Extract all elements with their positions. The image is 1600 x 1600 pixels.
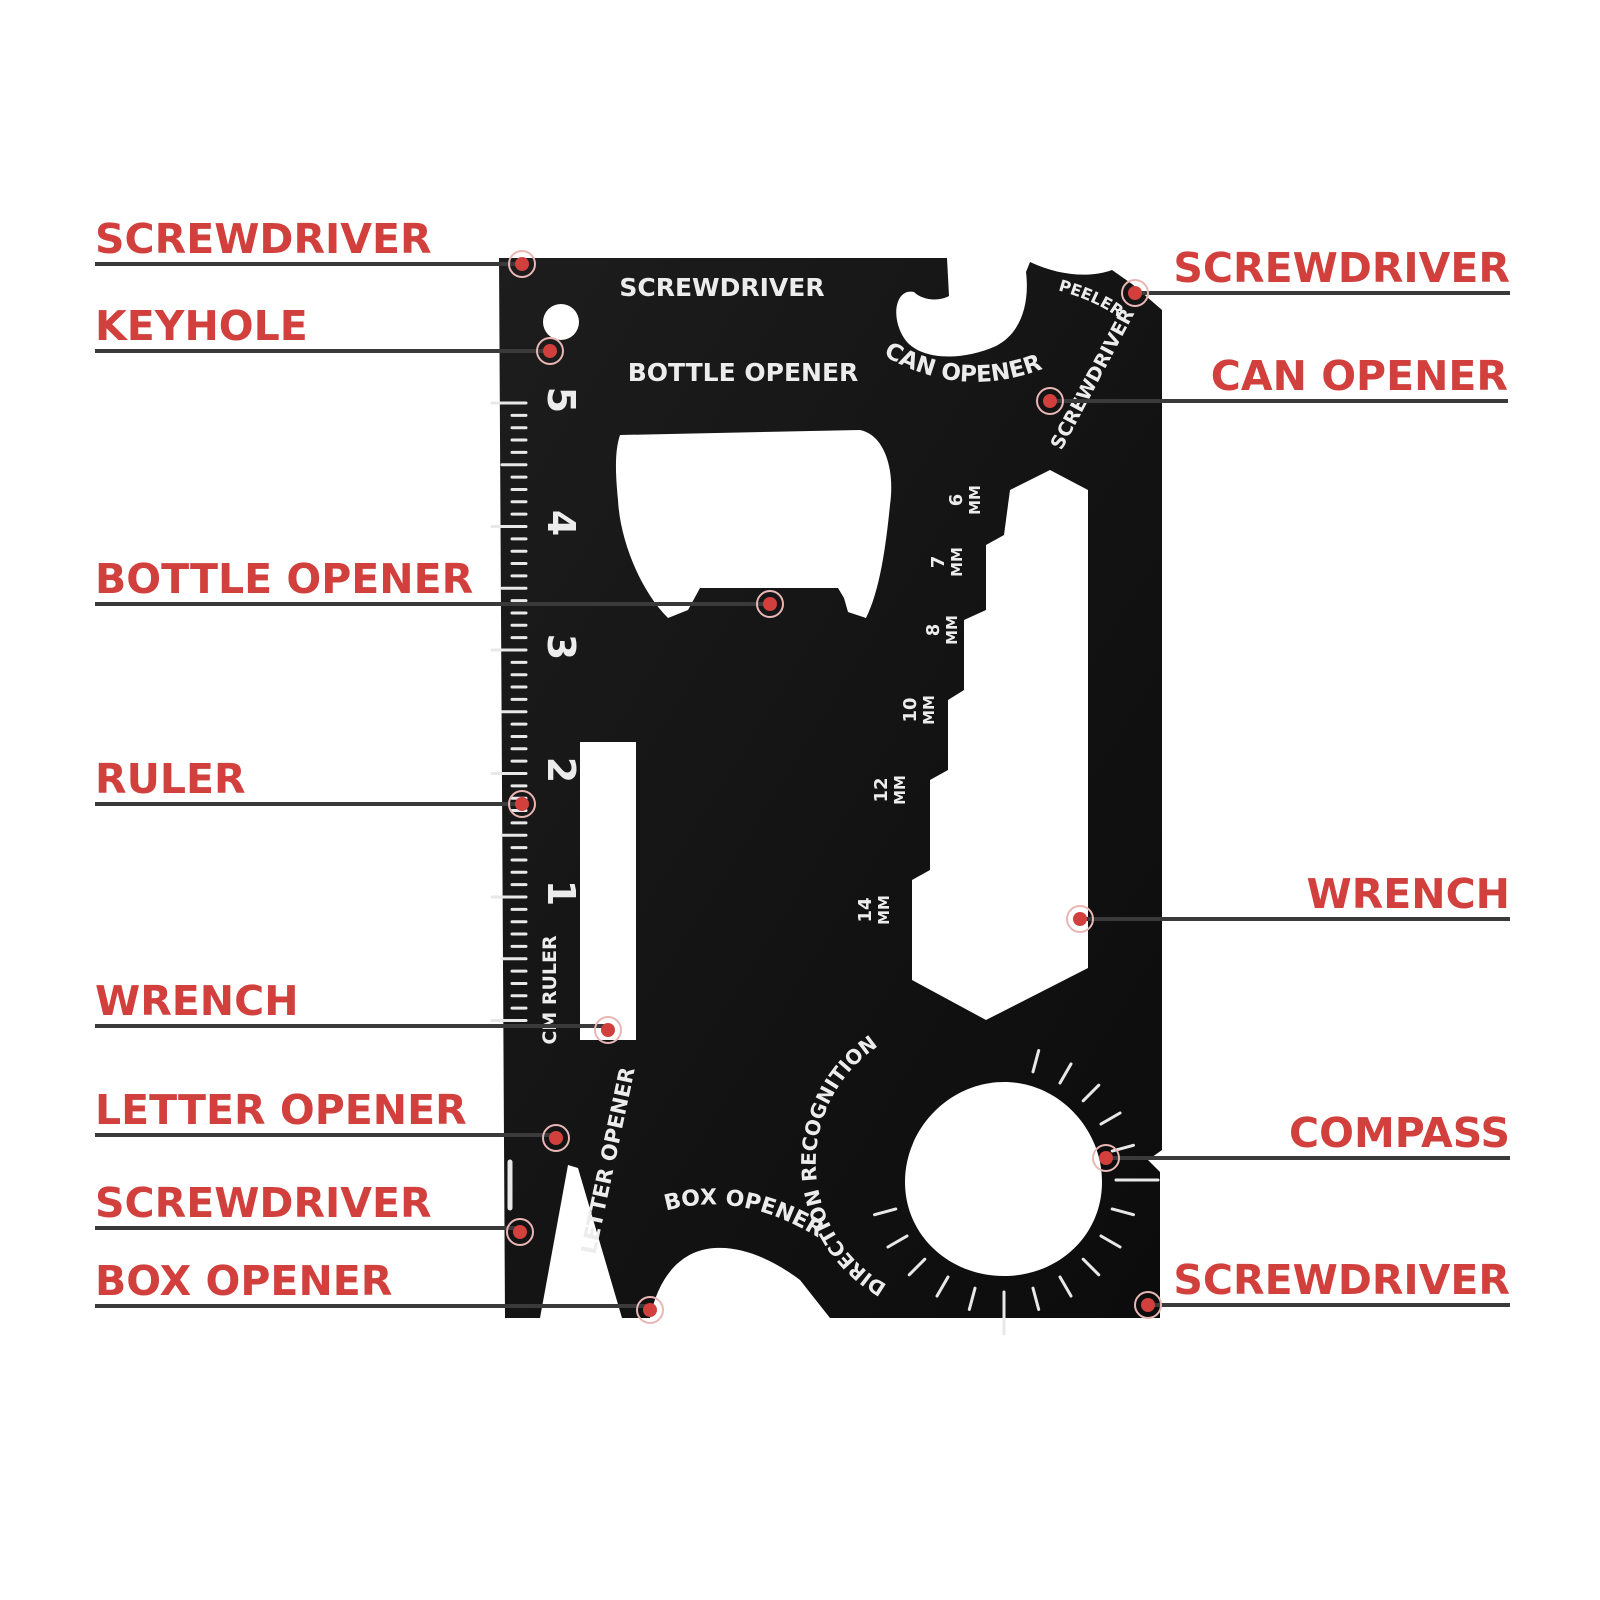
wrench-size-labels: 6 MM 7 MM 8 MM 10 MM 12 MM 14 MM — [855, 485, 984, 925]
ruler-ticks — [490, 401, 528, 1022]
pointer-dot — [508, 250, 536, 278]
pointer-dot — [1036, 387, 1064, 415]
pointer-dot — [594, 1016, 622, 1044]
pointer-dot — [1121, 279, 1149, 307]
wrench-size-num: 7 — [928, 556, 949, 569]
pointer-dot — [756, 590, 784, 618]
pointer-dot — [508, 790, 536, 818]
wrench-size-6mm: 6 MM — [946, 485, 984, 515]
wrench-size-10mm: 10 MM — [900, 695, 938, 725]
compass-tick — [1031, 1286, 1041, 1311]
wrench-size-unit: MM — [966, 485, 984, 515]
compass-tick — [886, 1234, 909, 1249]
pointer-dot — [1092, 1144, 1120, 1172]
compass-ticks — [873, 1049, 1160, 1336]
pointer-dot — [1134, 1291, 1162, 1319]
compass-tick — [1099, 1234, 1122, 1249]
callout-screwdriver-left-bottom: SCREWDRIVER — [95, 1179, 432, 1227]
ruler-number: 5 — [539, 387, 583, 413]
callout-keyhole: KEYHOLE — [95, 302, 308, 350]
wrench-size-14mm: 14 MM — [855, 895, 893, 925]
compass-tick — [1081, 1083, 1101, 1103]
compass-tick — [1031, 1049, 1041, 1074]
multitool-card — [499, 258, 1162, 1318]
compass-tick — [1058, 1062, 1073, 1085]
pointer-dot — [636, 1296, 664, 1324]
wrench-size-num: 14 — [855, 897, 876, 922]
wrench-size-num: 6 — [946, 494, 967, 507]
compass-tick — [1099, 1111, 1122, 1126]
compass-tick — [907, 1257, 927, 1277]
compass-tick — [1058, 1275, 1073, 1298]
compass-tick — [873, 1207, 898, 1217]
callout-letter-opener: LETTER OPENER — [95, 1086, 467, 1134]
pointer-dot — [506, 1218, 534, 1246]
leader-lines — [95, 262, 1510, 1308]
callout-screwdriver-top-left: SCREWDRIVER — [95, 215, 432, 263]
bottle-opener-engraving: BOTTLE OPENER — [628, 358, 859, 387]
wrench-size-unit: MM — [943, 615, 961, 645]
wrench-size-unit: MM — [875, 895, 893, 925]
wrench-size-num: 8 — [923, 624, 944, 637]
wrench-size-unit: MM — [891, 775, 909, 805]
compass-tick — [1081, 1257, 1101, 1277]
cm-ruler-label: CM RULER — [539, 935, 561, 1045]
compass-tick — [1110, 1207, 1135, 1217]
callout-box-opener: BOX OPENER — [95, 1257, 392, 1305]
compass-tick — [935, 1275, 950, 1298]
ruler-number: 2 — [539, 757, 583, 783]
callout-wrench-left: WRENCH — [95, 977, 299, 1025]
screwdriver-engraving: SCREWDRIVER — [619, 273, 824, 302]
callout-screwdriver-bottom-right: SCREWDRIVER — [1173, 1256, 1510, 1304]
callout-ruler: RULER — [95, 755, 246, 803]
callout-can-opener: CAN OPENER — [1211, 352, 1508, 400]
pointer-dot — [536, 337, 564, 365]
callout-bottle-opener: BOTTLE OPENER — [95, 555, 473, 603]
wrench-size-7mm: 7 MM — [928, 547, 966, 577]
callout-labels: SCREWDRIVER KEYHOLE BOTTLE OPENER RULER … — [95, 215, 1510, 1305]
ruler-number: 3 — [539, 634, 583, 660]
ruler-number: 1 — [539, 880, 583, 906]
ruler-numbers: 5 4 3 2 1 — [539, 387, 583, 906]
pointer-dot — [1066, 905, 1094, 933]
pointer-dots — [506, 250, 1162, 1324]
wrench-size-num: 10 — [900, 697, 921, 722]
wrench-size-unit: MM — [920, 695, 938, 725]
wrench-size-8mm: 8 MM — [923, 615, 961, 645]
wrench-size-unit: MM — [948, 547, 966, 577]
ruler-number: 4 — [539, 510, 583, 536]
callout-compass: COMPASS — [1289, 1109, 1510, 1157]
compass-tick — [967, 1286, 977, 1311]
callout-wrench-right: WRENCH — [1306, 870, 1510, 918]
pointer-dot — [542, 1124, 570, 1152]
callout-screwdriver-top-right: SCREWDRIVER — [1173, 244, 1510, 292]
wrench-size-12mm: 12 MM — [871, 775, 909, 805]
wrench-size-num: 12 — [871, 777, 892, 802]
